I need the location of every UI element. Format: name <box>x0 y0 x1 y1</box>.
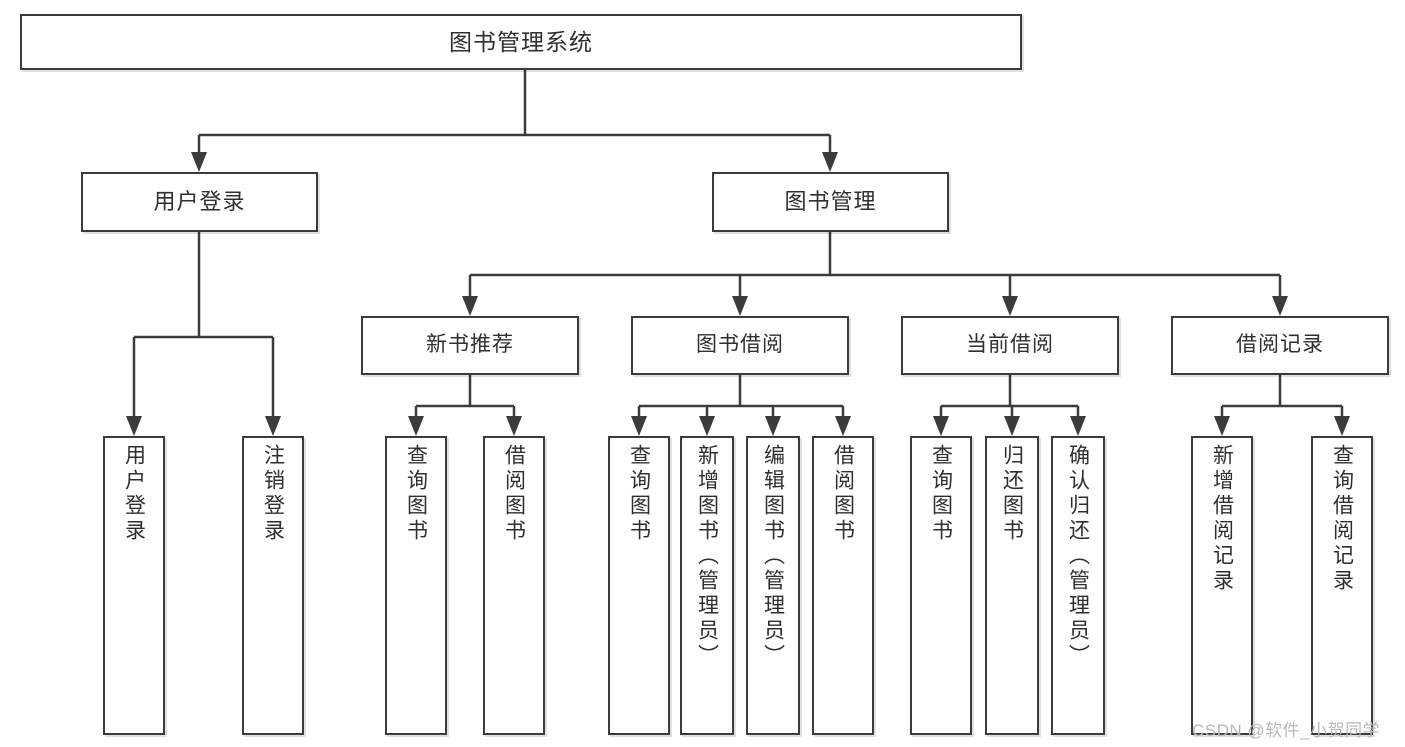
node-records[interactable]: 借阅记录 <box>1171 316 1389 375</box>
node-label: 图书管理 <box>784 189 877 215</box>
connector-arrowhead-g-bookmgmt <box>1002 296 1018 316</box>
connector-arrowhead-g-login <box>126 416 142 436</box>
node-label: 图书管理系统 <box>449 28 593 55</box>
node-l8[interactable]: 借阅图书 <box>812 436 874 735</box>
node-l5[interactable]: 查询图书 <box>608 436 670 735</box>
node-l3[interactable]: 查询图书 <box>385 436 447 735</box>
node-label: 查询借阅记录 <box>1330 444 1354 594</box>
node-l4[interactable]: 借阅图书 <box>483 436 545 735</box>
node-label: 借阅图书 <box>831 444 855 544</box>
node-label: 借阅记录 <box>1236 333 1324 357</box>
connector-arrowhead-g-root <box>822 152 838 172</box>
connector-arrowhead-g-newbook <box>506 416 522 436</box>
connector-arrowhead-g-borrow <box>765 416 781 436</box>
node-label: 编辑图书（管理员） <box>761 444 785 669</box>
node-label: 归还图书 <box>1000 444 1024 544</box>
connector-arrowhead-g-login <box>265 416 281 436</box>
node-current[interactable]: 当前借阅 <box>901 316 1119 375</box>
node-l9[interactable]: 查询图书 <box>910 436 972 735</box>
connector-arrowhead-g-borrow <box>699 416 715 436</box>
node-label: 查询图书 <box>929 444 953 544</box>
node-login[interactable]: 用户登录 <box>81 172 318 232</box>
connector-arrowhead-g-bookmgmt <box>1272 296 1288 316</box>
node-label: 查询图书 <box>404 444 428 544</box>
node-bookmgmt[interactable]: 图书管理 <box>712 172 949 232</box>
node-root[interactable]: 图书管理系统 <box>20 14 1022 70</box>
node-l11[interactable]: 确认归还（管理员） <box>1051 436 1105 735</box>
connector-arrowhead-g-current <box>933 416 949 436</box>
node-label: 借阅图书 <box>502 444 526 544</box>
node-label: 查询图书 <box>627 444 651 544</box>
node-l13[interactable]: 查询借阅记录 <box>1311 436 1373 735</box>
node-borrow[interactable]: 图书借阅 <box>631 316 849 375</box>
node-l12[interactable]: 新增借阅记录 <box>1191 436 1253 735</box>
connector-arrowhead-g-borrow <box>835 416 851 436</box>
node-label: 图书借阅 <box>696 333 784 357</box>
node-l1[interactable]: 用户登录 <box>103 436 165 735</box>
connector-arrowhead-g-borrow <box>631 416 647 436</box>
node-l7[interactable]: 编辑图书（管理员） <box>746 436 800 735</box>
connector-arrowhead-g-records <box>1334 416 1350 436</box>
node-l10[interactable]: 归还图书 <box>985 436 1039 735</box>
node-label: 新书推荐 <box>426 333 514 357</box>
node-label: 用户登录 <box>153 189 246 215</box>
connector-arrowhead-g-root <box>191 152 207 172</box>
connector-arrowhead-g-current <box>1070 416 1086 436</box>
connector-arrowhead-g-newbook <box>408 416 424 436</box>
node-label: 注销登录 <box>261 444 285 544</box>
connector-arrowhead-g-records <box>1214 416 1230 436</box>
node-label: 新增图书（管理员） <box>695 444 719 669</box>
node-l6[interactable]: 新增图书（管理员） <box>680 436 734 735</box>
node-label: 当前借阅 <box>966 333 1054 357</box>
connector-arrowhead-g-bookmgmt <box>462 296 478 316</box>
connector-arrowhead-g-current <box>1004 416 1020 436</box>
node-newbook[interactable]: 新书推荐 <box>361 316 579 375</box>
connector-arrowhead-g-bookmgmt <box>732 296 748 316</box>
node-label: 确认归还（管理员） <box>1066 444 1090 669</box>
node-label: 新增借阅记录 <box>1210 444 1234 594</box>
node-l2[interactable]: 注销登录 <box>242 436 304 735</box>
node-label: 用户登录 <box>122 444 146 544</box>
